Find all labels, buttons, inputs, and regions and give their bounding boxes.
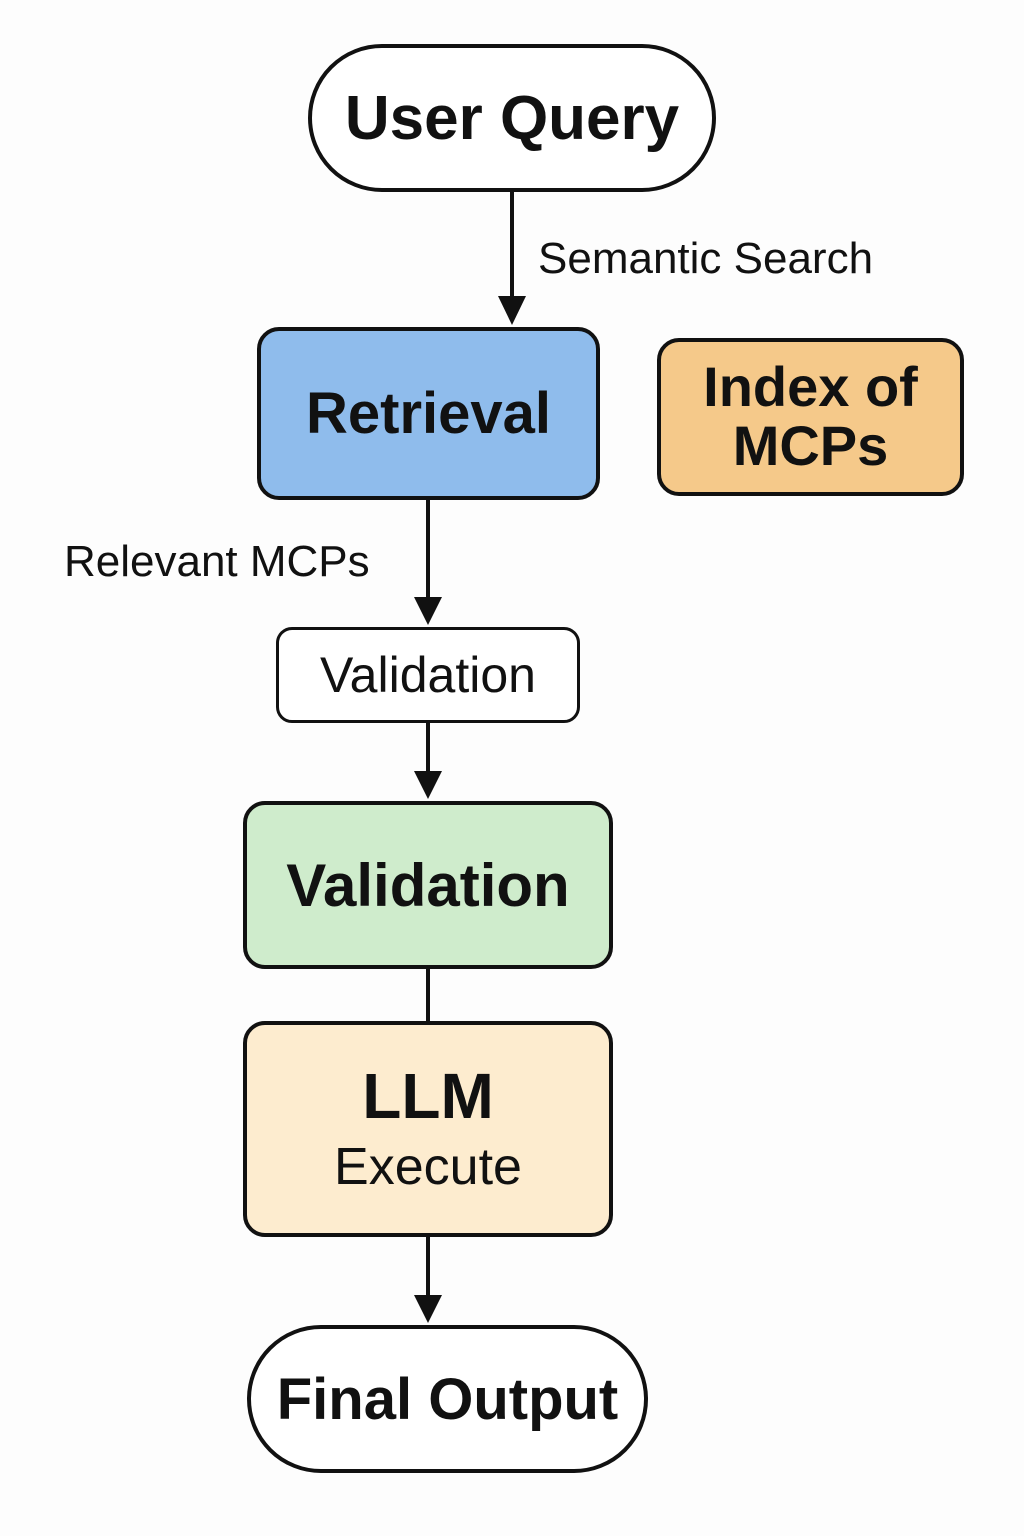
retrieval-node: Retrieval <box>257 327 600 500</box>
semantic-search-label: Semantic Search <box>538 234 874 283</box>
validation-1-label: Validation <box>320 647 536 703</box>
relevant-mcps-label: Relevant MCPs <box>64 537 370 586</box>
user-query-node: User Query <box>308 44 716 192</box>
arrowhead-validation-1 <box>414 597 442 625</box>
llm-subtitle: Execute <box>334 1137 522 1196</box>
validation-node-1: Validation <box>276 627 580 723</box>
final-output-node: Final Output <box>247 1325 648 1473</box>
arrowhead-retrieval <box>498 296 526 325</box>
user-query-label: User Query <box>344 83 680 153</box>
llm-title: LLM <box>362 1060 494 1133</box>
arrowhead-validation-2 <box>414 771 442 799</box>
index-of-mcps-node: Index of MCPs <box>657 338 964 496</box>
llm-node: LLM Execute <box>243 1021 613 1237</box>
index-label: Index of MCPs <box>703 355 918 477</box>
validation-node-2: Validation <box>243 801 613 969</box>
arrowhead-output <box>414 1295 442 1323</box>
final-output-label: Final Output <box>276 1366 619 1432</box>
retrieval-label: Retrieval <box>305 381 552 446</box>
validation-2-label: Validation <box>286 851 570 919</box>
